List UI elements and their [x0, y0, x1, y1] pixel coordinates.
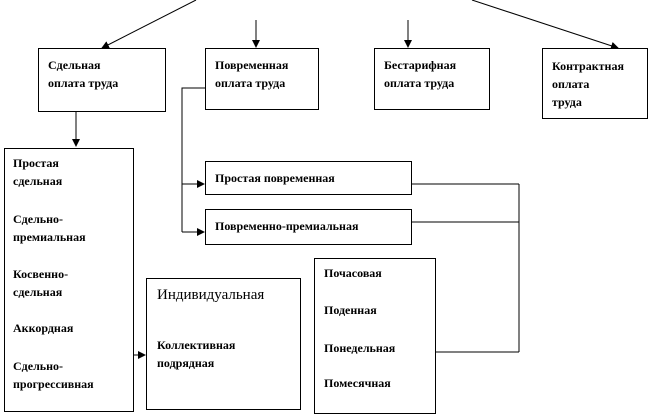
time-bracket [181, 87, 205, 232]
period-hourly: Почасовая [324, 266, 382, 280]
contract-payment-label: Контрактная оплата труда [552, 59, 624, 109]
tariffless-payment-label: Бестарифная оплата труда [384, 58, 457, 90]
piece-type-indirect: Косвенно- сдельная [13, 267, 69, 299]
piece-types-box [4, 148, 134, 412]
piece-type-simple: Простая сдельная [13, 156, 63, 188]
contract-payment-box [542, 48, 648, 119]
period-weekly: Понедельная [324, 341, 396, 355]
collective-label: Коллективная подрядная [157, 338, 236, 370]
arrow-to-piece [101, 0, 197, 49]
arrow-to-contract [471, 0, 619, 50]
premium-time-label: Повременно-премиальная [215, 219, 359, 233]
piece-type-premium: Сдельно- премиальная [13, 212, 86, 244]
tariffless-payment-box [374, 48, 490, 110]
piece-payment-label: Сдельная оплата труда [48, 58, 119, 90]
piece-type-progressive: Сдельно- прогрессивная [13, 359, 94, 391]
individual-box [146, 278, 301, 410]
individual-title: Индивидуальная [157, 287, 265, 303]
time-payment-label: Повременная оплата труда [215, 58, 289, 90]
time-periods-box [314, 258, 436, 414]
period-daily: Поденная [324, 303, 377, 317]
period-monthly: Помесячная [324, 376, 391, 390]
piece-payment-box [38, 48, 166, 112]
piece-type-chord: Аккордная [13, 321, 74, 335]
simple-time-box [205, 161, 412, 195]
time-payment-box [205, 48, 319, 110]
simple-time-label: Простая повременная [215, 171, 335, 185]
premium-time-box [205, 209, 412, 245]
